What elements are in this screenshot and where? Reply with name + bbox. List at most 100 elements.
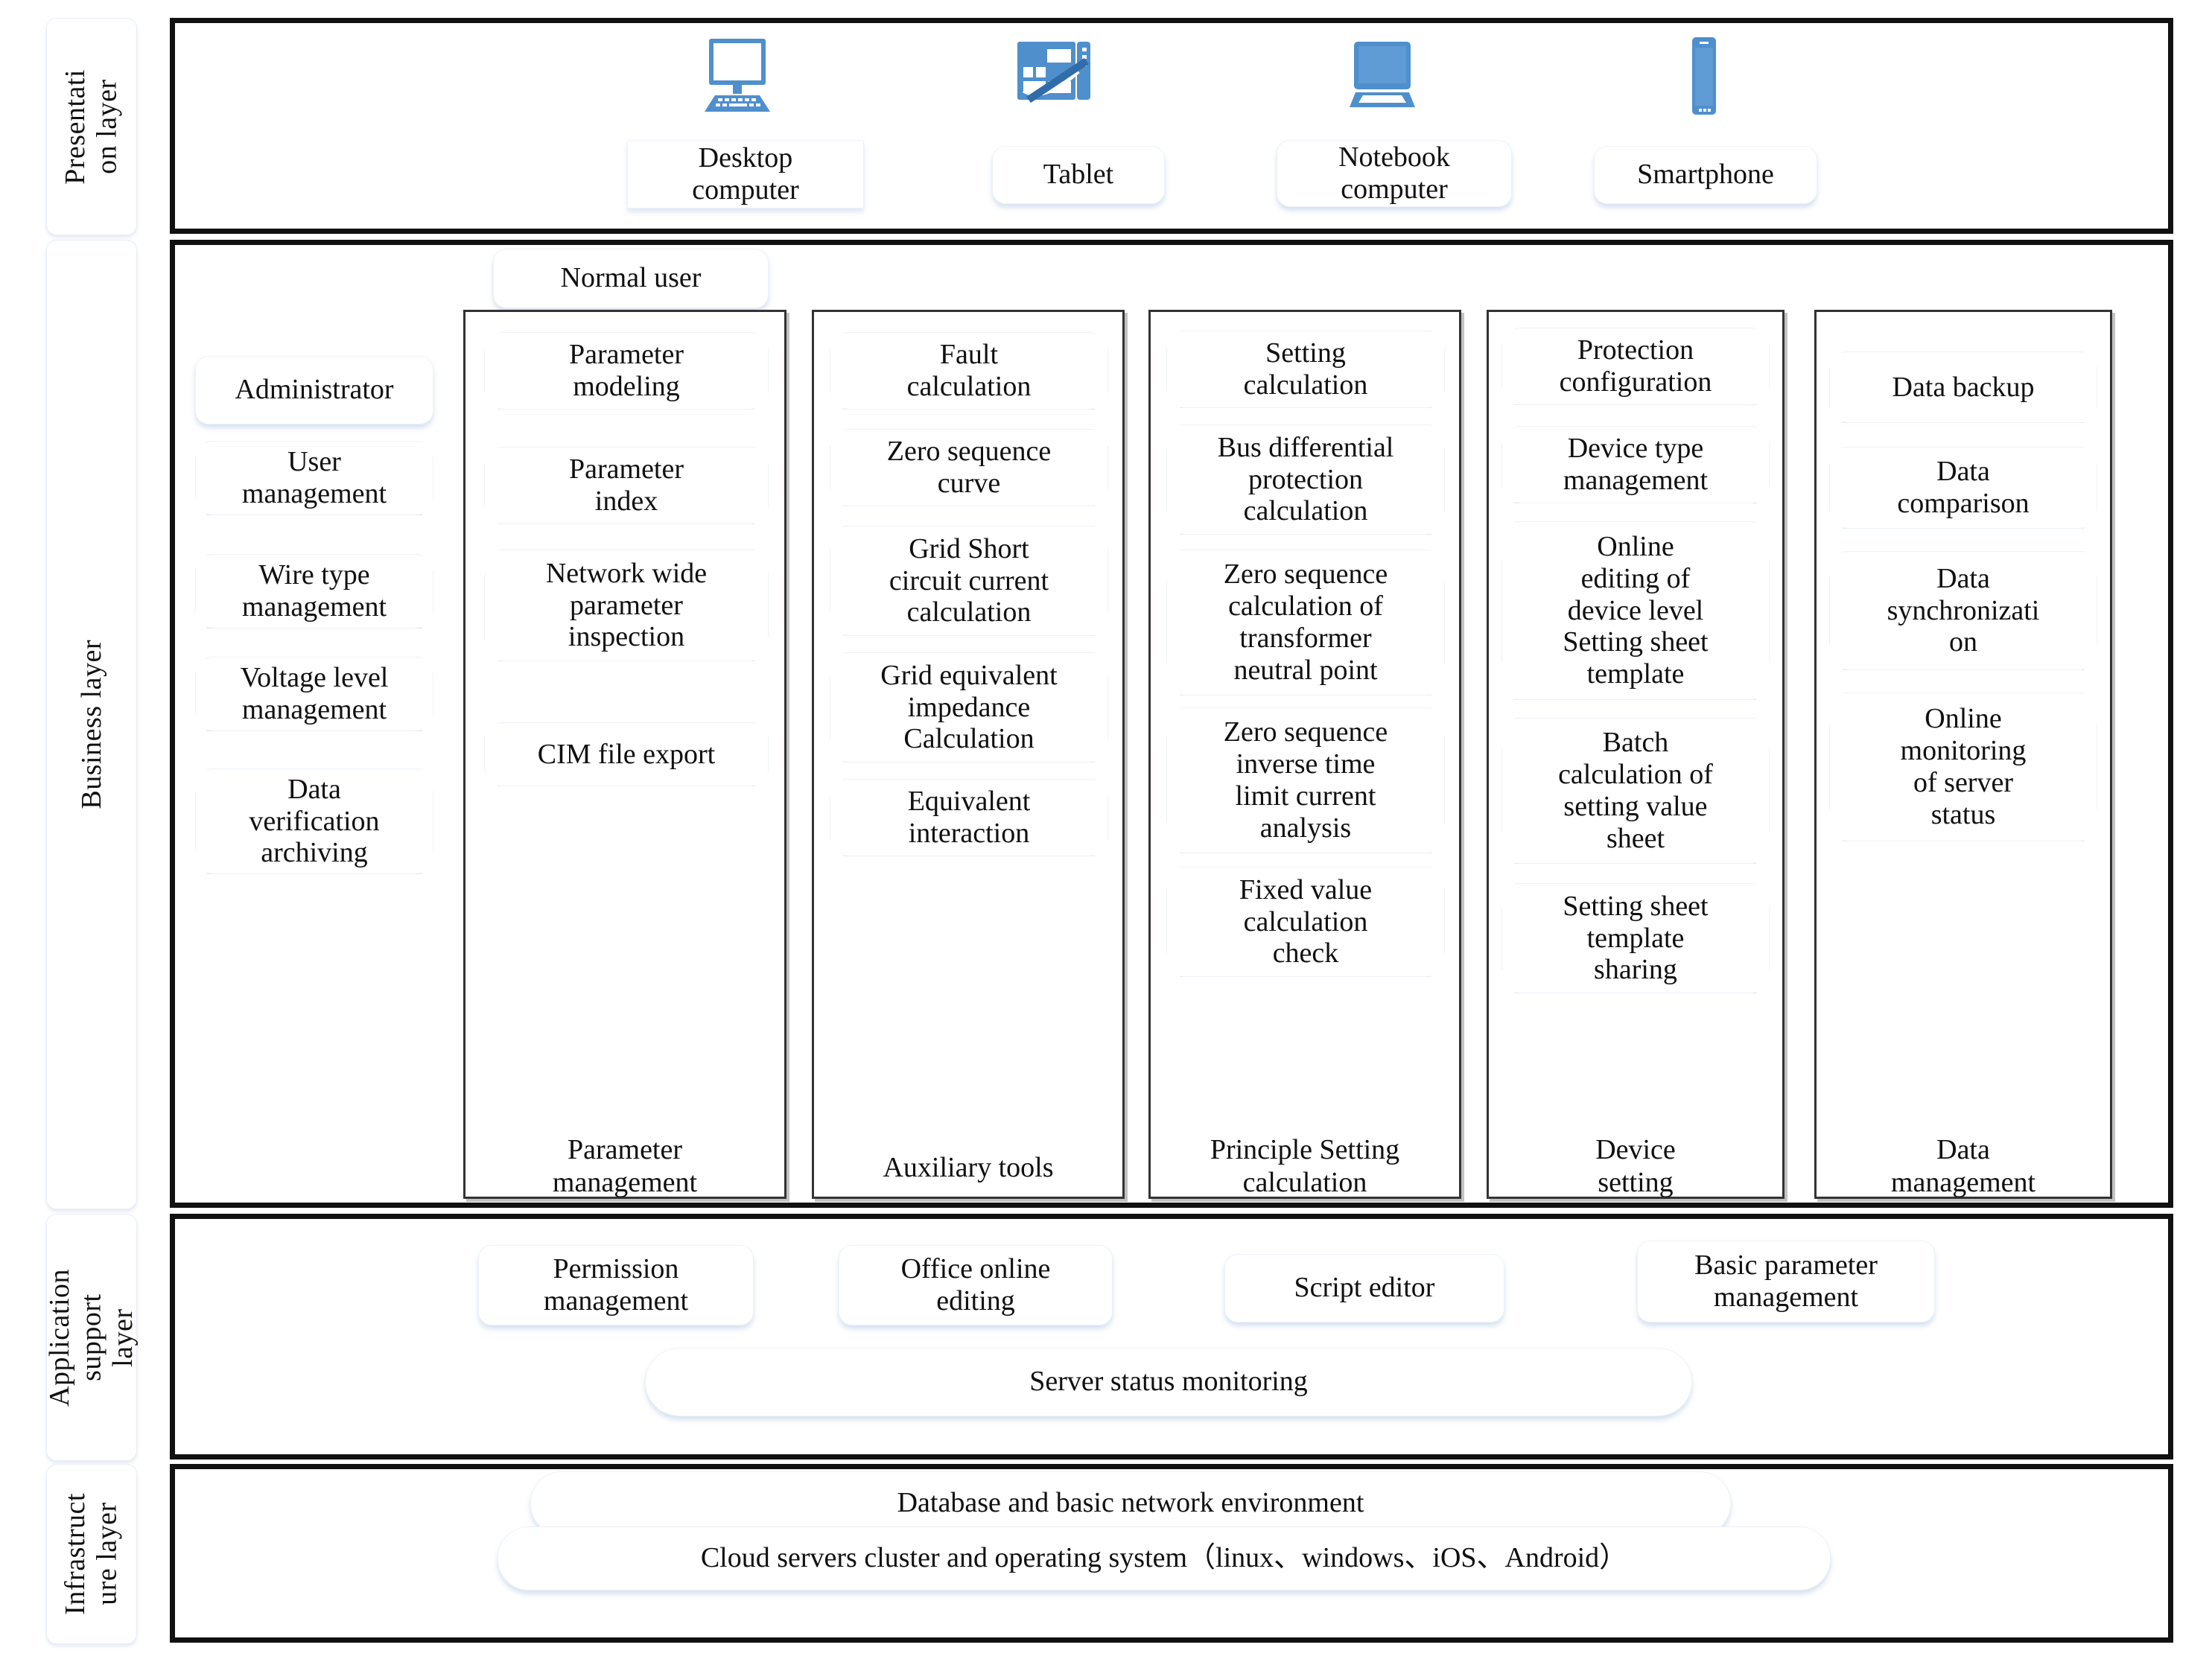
feature-node-label: Network wide parameter inspection <box>545 557 708 653</box>
feature-node-label: Setting calculation <box>1243 337 1368 401</box>
normal-user-label: Normal user <box>560 262 702 294</box>
feature-node-label: Zero sequence calculation of transformer… <box>1223 558 1388 686</box>
feature-node-grid-equivalent-impedance-calculation[interactable]: Grid equivalent impedance Calculation <box>830 652 1108 763</box>
app-support-node-label: Office online editing <box>900 1252 1051 1317</box>
desktop-computer-icon <box>693 37 782 115</box>
device-label-smartphone[interactable]: Smartphone <box>1594 146 1817 204</box>
business-column-footer-text: Auxiliary tools <box>883 1152 1054 1184</box>
feature-node-label: Setting sheet template sharing <box>1563 890 1709 986</box>
feature-node-label: Parameter modeling <box>568 339 684 402</box>
presentation-layer-box <box>170 18 2173 234</box>
feature-node-label: Data synchronizati on <box>1887 562 2040 658</box>
business-column-footer-text: Parameter management <box>552 1134 698 1198</box>
feature-node-cim-file-export[interactable]: CIM file export <box>484 722 769 786</box>
feature-node-network-wide-parameter-inspection[interactable]: Network wide parameter inspection <box>484 550 769 661</box>
app-support-node-server-status-monitoring[interactable]: Server status monitoring <box>645 1348 1692 1416</box>
device-label-tablet[interactable]: Tablet <box>992 146 1165 204</box>
infrastructure-node-label: Cloud servers cluster and operating syst… <box>700 1542 1628 1574</box>
feature-node-label: Zero sequence curve <box>886 436 1052 499</box>
feature-node-setting-sheet-template-sharing[interactable]: Setting sheet template sharing <box>1501 883 1770 993</box>
feature-node-zero-sequence-inverse-time-limit-current-analysis[interactable]: Zero sequence inverse time limit current… <box>1166 707 1445 853</box>
role-node-data-verification-archiving[interactable]: Data verification archiving <box>195 768 433 874</box>
role-node-label: Administrator <box>235 374 394 406</box>
feature-node-zero-sequence-calculation-transformer-neutral-point[interactable]: Zero sequence calculation of transformer… <box>1166 550 1445 695</box>
feature-node-setting-calculation[interactable]: Setting calculation <box>1166 331 1445 408</box>
app-support-node-label: Script editor <box>1294 1272 1435 1304</box>
feature-node-online-editing-device-level-setting-sheet-template[interactable]: Online editing of device level Setting s… <box>1501 521 1770 700</box>
feature-node-parameter-modeling[interactable]: Parameter modeling <box>484 332 769 410</box>
layer-label-business: Business layer <box>46 240 137 1209</box>
app-support-node-label: Permission management <box>543 1252 689 1317</box>
feature-node-label: Data backup <box>1892 371 2035 403</box>
infrastructure-node-database-network[interactable]: Database and basic network environment <box>530 1471 1731 1535</box>
role-node-administrator[interactable]: Administrator <box>195 356 433 424</box>
feature-node-label: Parameter index <box>568 453 684 517</box>
layer-label-app-support: Application support layer <box>44 1214 139 1461</box>
normal-user-node[interactable]: Normal user <box>493 249 769 308</box>
tablet-icon <box>1014 39 1096 113</box>
feature-node-zero-sequence-curve[interactable]: Zero sequence curve <box>830 429 1108 506</box>
app-support-node-label: Server status monitoring <box>1029 1366 1308 1398</box>
device-label-notebook-computer[interactable]: Notebook computer <box>1277 140 1512 207</box>
device-label-text: Notebook computer <box>1338 141 1450 205</box>
business-column-footer-text: Device setting <box>1595 1134 1676 1198</box>
app-support-node-permission-management[interactable]: Permission management <box>478 1245 754 1325</box>
feature-node-label: Grid Short circuit current calculation <box>889 532 1049 628</box>
app-support-node-basic-parameter-management[interactable]: Basic parameter management <box>1637 1241 1935 1322</box>
app-support-node-label: Basic parameter management <box>1694 1249 1878 1313</box>
feature-node-protection-configuration[interactable]: Protection configuration <box>1501 328 1770 405</box>
feature-node-label: Zero sequence inverse time limit current… <box>1223 716 1388 844</box>
business-column-footer-auxiliary-tools: Auxiliary tools <box>812 1120 1125 1185</box>
smartphone-icon <box>1682 36 1726 118</box>
feature-node-data-comparison[interactable]: Data comparison <box>1829 447 2097 529</box>
device-label-text: Smartphone <box>1637 159 1774 191</box>
feature-node-label: Fixed value calculation check <box>1239 873 1373 970</box>
infrastructure-node-label: Database and basic network environment <box>897 1487 1364 1519</box>
role-node-label: User management <box>241 446 387 509</box>
role-node-user-management[interactable]: User management <box>195 441 433 515</box>
business-column-footer-principle-setting-calculation: Principle Setting calculation <box>1148 1102 1461 1199</box>
layer-label-business-text: Business layer <box>75 640 107 809</box>
feature-node-label: Batch calculation of setting value sheet <box>1558 727 1713 854</box>
business-column-footer-text: Data management <box>1890 1134 2036 1198</box>
business-column-footer-device-setting: Device setting <box>1487 1102 1784 1199</box>
feature-node-label: CIM file export <box>537 738 716 770</box>
feature-node-equivalent-interaction[interactable]: Equivalent interaction <box>830 779 1108 856</box>
feature-node-label: Device type management <box>1563 433 1709 496</box>
feature-node-label: Online editing of device level Setting s… <box>1563 530 1709 690</box>
business-column-footer-text: Principle Setting calculation <box>1210 1134 1400 1198</box>
business-column-footer-parameter-management: Parameter management <box>463 1102 786 1199</box>
feature-node-parameter-index[interactable]: Parameter index <box>484 447 769 524</box>
feature-node-online-monitoring-of-server-status[interactable]: Online monitoring of server status <box>1829 693 2097 841</box>
device-label-text: Desktop computer <box>692 141 799 206</box>
feature-node-grid-short-circuit-current-calculation[interactable]: Grid Short circuit current calculation <box>830 526 1108 636</box>
role-node-label: Data verification archiving <box>249 773 380 869</box>
role-node-label: Voltage level management <box>240 662 389 725</box>
feature-node-label: Bus differential protection calculation <box>1217 431 1394 527</box>
feature-node-fault-calculation[interactable]: Fault calculation <box>830 332 1108 410</box>
feature-node-fixed-value-calculation-check[interactable]: Fixed value calculation check <box>1166 867 1445 977</box>
infrastructure-node-cloud-servers-os[interactable]: Cloud servers cluster and operating syst… <box>498 1526 1831 1591</box>
notebook-computer-icon <box>1338 39 1427 113</box>
feature-node-bus-differential-protection-calculation[interactable]: Bus differential protection calculation <box>1166 424 1445 535</box>
feature-node-label: Equivalent interaction <box>907 786 1031 849</box>
layer-label-infrastructure: Infrastruct ure layer <box>46 1464 137 1644</box>
feature-node-batch-calculation-setting-value-sheet[interactable]: Batch calculation of setting value sheet <box>1501 718 1770 864</box>
feature-node-label: Grid equivalent impedance Calculation <box>880 659 1058 755</box>
feature-node-label: Data comparison <box>1897 456 2030 519</box>
role-node-wire-type-management[interactable]: Wire type management <box>195 554 433 628</box>
device-label-desktop-computer[interactable]: Desktop computer <box>627 140 864 208</box>
feature-node-data-backup[interactable]: Data backup <box>1829 351 2097 423</box>
feature-node-device-type-management[interactable]: Device type management <box>1501 426 1770 503</box>
layer-label-app-support-text: Application support layer <box>44 1268 139 1407</box>
feature-node-label: Fault calculation <box>906 339 1032 402</box>
feature-node-data-synchronization[interactable]: Data synchronizati on <box>1829 551 2097 670</box>
app-support-node-script-editor[interactable]: Script editor <box>1224 1254 1504 1322</box>
layer-label-presentation: Presentati on layer <box>46 18 137 235</box>
layer-label-presentation-text: Presentati on layer <box>60 69 123 185</box>
app-support-node-office-online-editing[interactable]: Office online editing <box>839 1245 1113 1325</box>
role-node-label: Wire type management <box>241 559 387 623</box>
feature-node-label: Online monitoring of server status <box>1900 703 2027 830</box>
role-node-voltage-level-management[interactable]: Voltage level management <box>195 657 433 731</box>
